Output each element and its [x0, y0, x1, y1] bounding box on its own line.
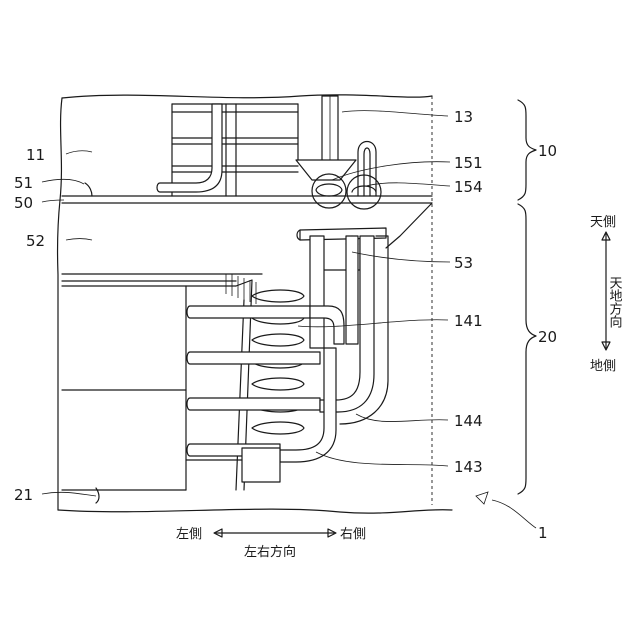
upper-bent-pipe [157, 104, 222, 192]
gasket-51 [85, 183, 92, 196]
horizontal-direction-arrow [214, 529, 336, 537]
label-10: 10 [538, 142, 557, 160]
direction-vertical-2: 方向 [607, 301, 623, 328]
label-143: 143 [454, 458, 483, 476]
brace-20 [518, 204, 536, 494]
direction-top-side: 天側 [590, 215, 616, 230]
label-50: 50 [14, 194, 33, 212]
label-20: 20 [538, 328, 557, 346]
bottom-break-edge [58, 509, 452, 513]
direction-right-side: 右側 [340, 527, 366, 542]
label-1: 1 [538, 524, 548, 542]
label-52: 52 [26, 232, 45, 250]
label-144: 144 [454, 412, 483, 430]
partition-bracket [386, 203, 432, 248]
label-151: 151 [454, 154, 483, 172]
label-51: 51 [14, 174, 33, 192]
upper-heat-exchanger [172, 104, 298, 196]
label-154: 154 [454, 178, 483, 196]
label-53: 53 [454, 254, 473, 272]
brace-10 [518, 100, 536, 200]
label-141: 141 [454, 312, 483, 330]
left-outer-edge [58, 98, 63, 510]
direction-vertical-1: 天地 [607, 276, 623, 302]
direction-ground-side: 地側 [590, 359, 616, 374]
label-11: 11 [26, 146, 45, 164]
top-break-edge [62, 95, 432, 98]
riser-pipe-left [310, 236, 324, 348]
direction-horizontal: 左右方向 [244, 544, 296, 560]
direction-left-side: 左側 [176, 527, 202, 542]
drain-funnel [296, 160, 356, 180]
label-13: 13 [454, 108, 473, 126]
valve-block [242, 448, 280, 482]
label-21: 21 [14, 486, 33, 504]
joint-151-detail [316, 184, 342, 196]
